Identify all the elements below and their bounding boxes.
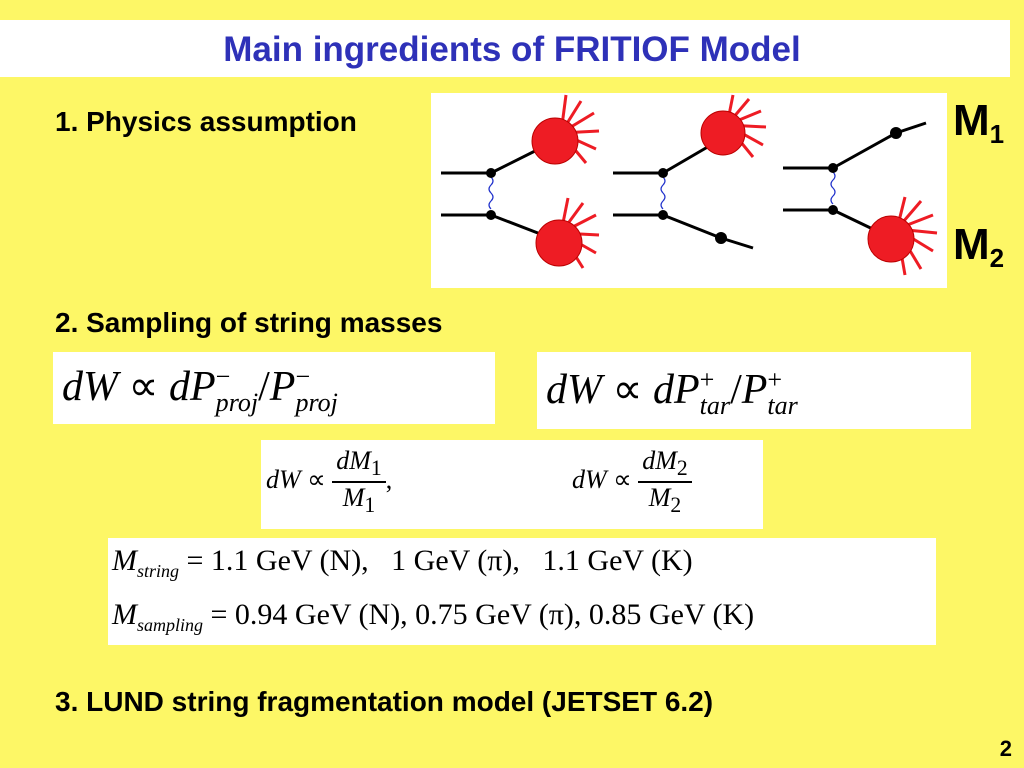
fraction-dm2-m2: dM2 M2	[638, 446, 692, 518]
formula-proj-panel	[53, 352, 495, 424]
excited-blob-top	[531, 94, 600, 165]
sampling-heading: 2. Sampling of string masses	[55, 307, 443, 338]
exchange-wavy-line	[660, 176, 666, 210]
target-tail-line	[720, 236, 754, 250]
formula-mass-2: dW ∝ dM2 M2	[572, 446, 692, 518]
excited-blob-top	[700, 94, 767, 158]
formula-masses-panel	[108, 538, 936, 645]
projectile-out-line	[832, 131, 897, 170]
title-bar	[0, 20, 1010, 77]
formula-sampling-mass: Msampling = 0.94 GeV (N), 0.75 GeV (π), …	[112, 598, 755, 635]
target-out-line	[490, 213, 544, 237]
formula-mass-1: dW ∝ dM1 M1 ,	[266, 446, 393, 518]
diagram-target-excitation	[783, 121, 938, 276]
fraction-dm1-m1: dM1 M1	[332, 446, 386, 518]
physics-assumption-heading: 1. Physics assumption	[55, 106, 357, 137]
m2-label: M2	[953, 220, 1005, 273]
diagram-projectile-excitation	[613, 94, 767, 250]
excited-blob-bottom	[867, 196, 938, 276]
projectile-out-line	[662, 143, 712, 175]
excited-blob-bottom	[535, 197, 600, 269]
target-out-line	[662, 213, 722, 240]
projectile-tail-line	[895, 121, 927, 135]
diagram-double-excitation	[441, 94, 600, 269]
vertex-dot	[658, 168, 668, 178]
formula-tar-panel	[537, 352, 971, 429]
projectile-out-line	[490, 146, 542, 175]
formula-string-mass: Mstring = 1.1 GeV (N), 1 GeV (π), 1.1 Ge…	[112, 544, 693, 581]
formula-proj: dW ∝ dP−proj/P−proj	[62, 362, 338, 418]
vertex-dot	[828, 205, 838, 215]
m1-label: M1	[953, 96, 1005, 149]
formula-mass-panel	[261, 440, 763, 529]
vertex-dot	[486, 168, 496, 178]
exchange-wavy-line	[488, 176, 494, 210]
vertex-dot	[658, 210, 668, 220]
vertex-dot	[486, 210, 496, 220]
vertex-dot	[828, 163, 838, 173]
lund-heading: 3. LUND string fragmentation model (JETS…	[55, 686, 714, 717]
exchange-wavy-line	[830, 171, 836, 205]
page-number: 2	[999, 736, 1012, 761]
slide-title: Main ingredients of FRITIOF Model	[223, 30, 801, 69]
feynman-diagram-panel	[431, 93, 947, 288]
feynman-diagrams	[441, 94, 938, 276]
formula-tar: dW ∝ dP+tar/P+tar	[546, 365, 798, 421]
